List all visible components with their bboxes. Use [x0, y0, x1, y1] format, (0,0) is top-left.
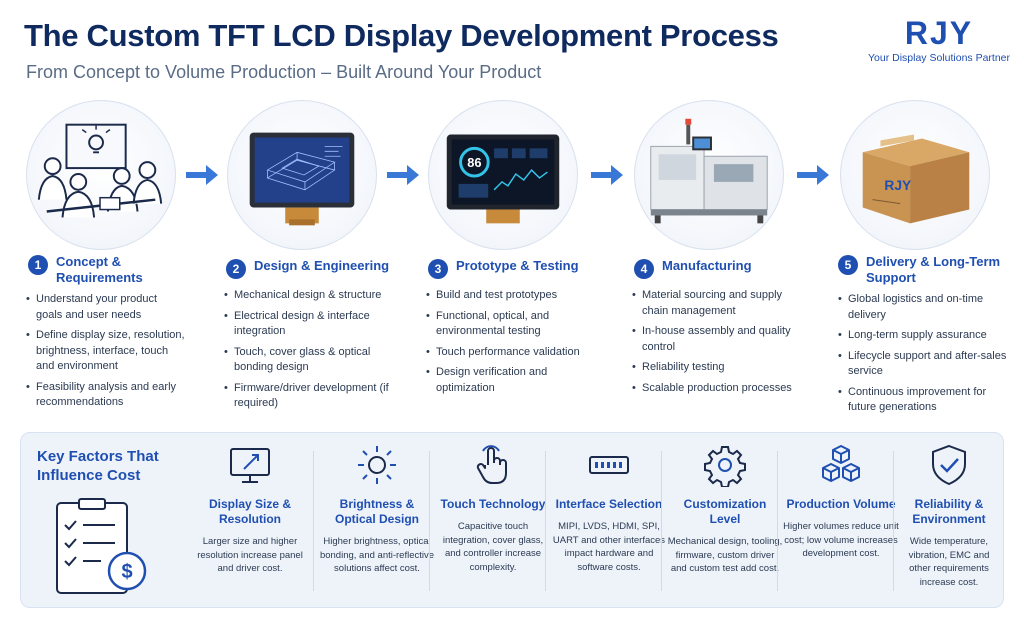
factor-description: Mechanical design, tooling, firmware, cu… — [667, 536, 783, 574]
list-item: Lifecycle support and after-sales servic… — [838, 349, 1008, 380]
list-item: Firmware/driver development (if required… — [224, 381, 394, 412]
list-item: Electrical design & interface integratio… — [224, 309, 394, 340]
cost-factor: Production Volume Higher volumes reduce … — [783, 443, 899, 599]
factor-title: Touch Technology — [440, 497, 546, 511]
arrow-right-icon — [591, 165, 623, 185]
page-title: The Custom TFT LCD Display Development P… — [24, 18, 779, 53]
team-meeting-icon — [26, 100, 176, 250]
factor-description: Higher volumes reduce unit cost; low vol… — [783, 521, 899, 559]
cost-factor: Customization Level Mechanical design, t… — [667, 443, 783, 599]
divider — [545, 451, 546, 591]
list-item: Material sourcing and supply chain manag… — [632, 288, 802, 319]
factor-title: Interface Selection — [555, 497, 663, 511]
list-item: Design verification and optimization — [426, 365, 596, 396]
logo-mark: RJY — [904, 15, 974, 51]
list-item: Continuous improvement for future genera… — [838, 385, 1008, 416]
brand-logo: RJY Your Display Solutions Partner — [866, 16, 1012, 64]
factor-description: Higher brightness, optical bonding, and … — [319, 536, 435, 574]
page-subtitle: From Concept to Volume Production – Buil… — [26, 62, 542, 82]
factor-title: Display Size & Resolution — [208, 497, 292, 526]
stage-title: Concept & Requirements — [56, 254, 143, 285]
stage-heading: 3 Prototype & Testing — [428, 258, 579, 279]
divider — [661, 451, 662, 591]
production-machine-icon — [634, 100, 784, 250]
list-item: Understand your product goals and user n… — [26, 292, 186, 323]
stage-bullets: Material sourcing and supply chain manag… — [632, 288, 802, 401]
stage-title: Manufacturing — [662, 258, 752, 273]
stage-number: 3 — [428, 259, 448, 279]
stage-number: 4 — [634, 259, 654, 279]
stage-heading: 5 Delivery & Long-Term Support — [838, 254, 1006, 286]
gear-icon — [704, 446, 746, 487]
factor-title: Brightness & Optical Design — [334, 497, 420, 526]
list-item: Define display size, resolution, brightn… — [26, 328, 186, 375]
list-item: Functional, optical, and environmental t… — [426, 309, 596, 340]
prototype-screen-value: 86 — [467, 155, 481, 170]
cost-panel-title: Key Factors That Influence Cost — [37, 448, 159, 484]
list-item: Scalable production processes — [632, 381, 802, 397]
factor-description: Larger size and higher resolution increa… — [197, 536, 303, 574]
box-label: RJY — [884, 177, 911, 193]
list-item: Global logistics and on-time delivery — [838, 292, 1008, 323]
shield-check-icon — [932, 444, 966, 486]
stage-heading: 1 Concept & Requirements — [28, 254, 156, 286]
factor-title: Customization Level — [683, 497, 767, 526]
interface-connector-icon — [589, 456, 629, 474]
factor-description: Wide temperature, vibration, EMC and oth… — [908, 536, 990, 588]
stage-bullets: Mechanical design & structure Electrical… — [224, 288, 394, 417]
stage-number: 5 — [838, 255, 858, 275]
stage-number: 2 — [226, 259, 246, 279]
list-item: Touch, cover glass & optical bonding des… — [224, 345, 394, 376]
stage-title: Prototype & Testing — [456, 258, 579, 273]
stage-title: Delivery & Long-Term Support — [866, 254, 1001, 285]
factor-description: Capacitive touch integration, cover glas… — [442, 521, 544, 573]
arrow-right-icon — [186, 165, 218, 185]
stage-heading: 2 Design & Engineering — [226, 258, 389, 279]
stage-heading: 4 Manufacturing — [634, 258, 752, 279]
divider — [313, 451, 314, 591]
cost-factor: Reliability & Environment Wide temperatu… — [899, 443, 999, 599]
divider — [777, 451, 778, 591]
stage-bullets: Build and test prototypes Functional, op… — [426, 288, 596, 401]
checklist-cost-icon: $ — [56, 498, 147, 594]
stage-number: 1 — [28, 255, 48, 275]
cubes-icon — [822, 445, 860, 482]
cost-factor: Display Size & Resolution Larger size an… — [192, 443, 308, 599]
factor-title: Reliability & Environment — [912, 497, 986, 526]
stage-bullets: Global logistics and on-time delivery Lo… — [838, 292, 1008, 421]
list-item: Long-term supply assurance — [838, 328, 1008, 344]
list-item: In-house assembly and quality control — [632, 324, 802, 355]
list-item: Feasibility analysis and early recommend… — [26, 380, 186, 411]
stage-bullets: Understand your product goals and user n… — [26, 292, 186, 416]
arrow-right-icon — [797, 165, 829, 185]
logo-tagline: Your Display Solutions Partner — [867, 52, 1011, 64]
shipping-box-icon: RJY — [840, 100, 990, 250]
divider — [429, 451, 430, 591]
cost-factors-panel: Key Factors That Influence Cost $ Displa… — [20, 432, 1004, 608]
sun-icon — [358, 446, 396, 484]
touch-hand-icon — [476, 445, 507, 484]
cost-factor: Brightness & Optical Design Higher brigh… — [319, 443, 435, 599]
factor-title: Production Volume — [786, 497, 896, 511]
arrow-right-icon — [387, 165, 419, 185]
list-item: Mechanical design & structure — [224, 288, 394, 304]
factor-description: MIPI, LVDS, HDMI, SPI, UART and other in… — [552, 521, 666, 573]
display-blueprint-icon — [227, 100, 377, 250]
monitor-resize-icon — [230, 448, 270, 483]
cost-factor: Touch Technology Capacitive touch integr… — [435, 443, 551, 599]
cost-factor: Interface Selection MIPI, LVDS, HDMI, SP… — [551, 443, 667, 599]
list-item: Touch performance validation — [426, 345, 596, 361]
divider — [893, 451, 894, 591]
svg-text:$: $ — [121, 561, 132, 583]
list-item: Build and test prototypes — [426, 288, 596, 304]
stage-title: Design & Engineering — [254, 258, 390, 273]
list-item: Reliability testing — [632, 360, 802, 376]
prototype-display-icon: 86 — [428, 100, 578, 250]
